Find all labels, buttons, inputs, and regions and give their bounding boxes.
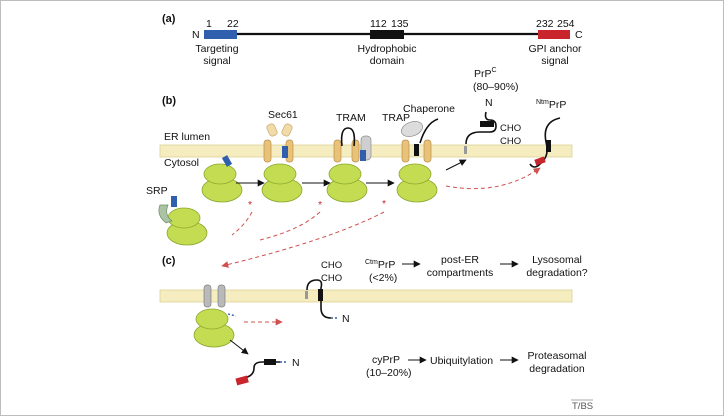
signal-peptide-step-3 [360,150,366,161]
ribosome-step-4-chaperone [396,118,439,203]
red-dash-to-panel-c [221,211,385,268]
srp-ribosome [158,196,208,246]
lysosomal-label-2: degradation? [526,267,587,279]
journal-credit: T/BS [572,401,593,412]
arrow-to-ntm-prp [445,167,541,190]
cyprp-hydrophobic-domain [264,359,276,365]
translocon-left-3 [333,139,342,163]
asterisk-1: * [248,199,252,211]
post-er-label-1: post-ER [441,254,479,266]
gpi-signal-box [538,30,570,39]
panel-c-label: (c) [162,255,176,267]
cyprp-percentage: (10–20%) [366,367,412,379]
ribosome-failed-translocation [193,284,237,348]
sec61-label: Sec61 [268,109,298,121]
chaperone-bound-chain [419,118,439,144]
ribosome-step-1 [201,155,243,203]
prpc-cho-2: CHO [500,136,521,147]
srp-signal-peptide [171,196,177,207]
ntm-prp-chain [529,117,561,168]
sec61-left [263,139,272,163]
post-er-label-2: compartments [427,267,494,279]
prpc-percentage: (80–90%) [473,81,519,93]
position-135: 135 [391,18,409,30]
ctm-prp-chain [306,279,332,319]
ctm-gpi-anchor [305,291,308,299]
proteasomal-label-1: Proteasomal [528,350,587,362]
position-22: 22 [227,18,239,30]
c-terminus-label: C [575,29,583,41]
panel-a-label: (a) [162,13,176,25]
ntm-prp-hydrophobic-domain [546,140,551,152]
gpi-anchor-label-1: GPI anchor [528,43,582,55]
position-1: 1 [206,18,212,30]
ribosome-step-3-tram-trap [326,127,372,203]
position-254: 254 [557,18,575,30]
translocon-right-3 [351,139,360,163]
ctm-prp-label: CtmPrP [365,259,395,271]
ubiquitylation-label: Ubiquitylation [430,355,493,367]
cyprp-chain [235,361,280,381]
ribosome-step-2-sec61 [261,123,303,203]
red-dash-2 [259,211,321,241]
ntm-prp-gpi-signal [534,156,546,166]
ctm-n-label: N [342,313,350,325]
hydrophobic-domain-label-2: domain [370,55,405,67]
trap-label: TRAP [382,112,410,124]
ctm-cho-2: CHO [321,273,342,284]
panel-b-label: (b) [162,95,176,107]
srp-label: SRP [146,185,168,197]
cyprp-n-label: N [292,357,300,369]
cyprp-molecule [235,359,288,386]
arrow-to-prpc [445,159,467,171]
ctm-prp-hydrophobic-domain [318,289,323,301]
ntm-prp-molecule [529,117,561,168]
srp-particle [158,204,173,224]
gpi-anchor-prpc [464,146,467,154]
ctm-cho-1: CHO [321,260,342,271]
gpi-anchor-label-2: signal [541,55,568,67]
signal-peptide-step-1 [221,155,233,167]
targeting-signal-label-2: signal [203,55,230,67]
hydrophobic-domain-label-1: Hydrophobic [358,43,417,55]
red-dash-1 [231,211,253,236]
n-terminus-label: N [192,29,200,41]
targeting-signal-label-1: Targeting [195,43,238,55]
er-membrane-c [159,289,573,303]
ntm-prp-label: NtmPrP [536,99,566,111]
arrow-to-cyprp [229,339,249,355]
chaperone-label: Chaperone [403,103,455,115]
proteasomal-label-2: degradation [529,363,585,375]
ctm-prp-molecule [305,279,339,319]
ctm-prp-percentage: (<2%) [369,272,397,284]
asterisk-3: * [382,198,386,210]
cyprp-gpi-signal [235,375,249,386]
hydrophobic-domain-box [370,30,404,39]
prpc-molecule [464,111,497,154]
signal-peptide-step-2 [282,146,288,158]
chaperone-protein [401,121,423,137]
lysosomal-label-1: Lysosomal [532,254,582,266]
tram-label: TRAM [336,112,366,124]
cytosol-label: Cytosol [164,157,199,169]
prpc-cho-1: CHO [500,123,521,134]
prpc-label-base: PrPC [474,67,497,80]
targeting-signal-box [204,30,237,39]
hydrophobic-domain-step-4 [414,144,419,156]
position-112: 112 [370,18,387,30]
position-232: 232 [536,18,554,30]
nascent-chain-dotted [227,313,237,317]
prp-primary-structure [204,30,570,39]
nascent-chain-loop [340,127,356,147]
asterisk-2: * [318,199,322,211]
prpc-n-label: N [485,97,493,109]
cyprp-label: cyPrP [372,354,400,366]
er-lumen-label: ER lumen [164,131,210,143]
prpc-hydrophobic-domain [480,121,494,127]
prpc-chain [465,111,497,145]
